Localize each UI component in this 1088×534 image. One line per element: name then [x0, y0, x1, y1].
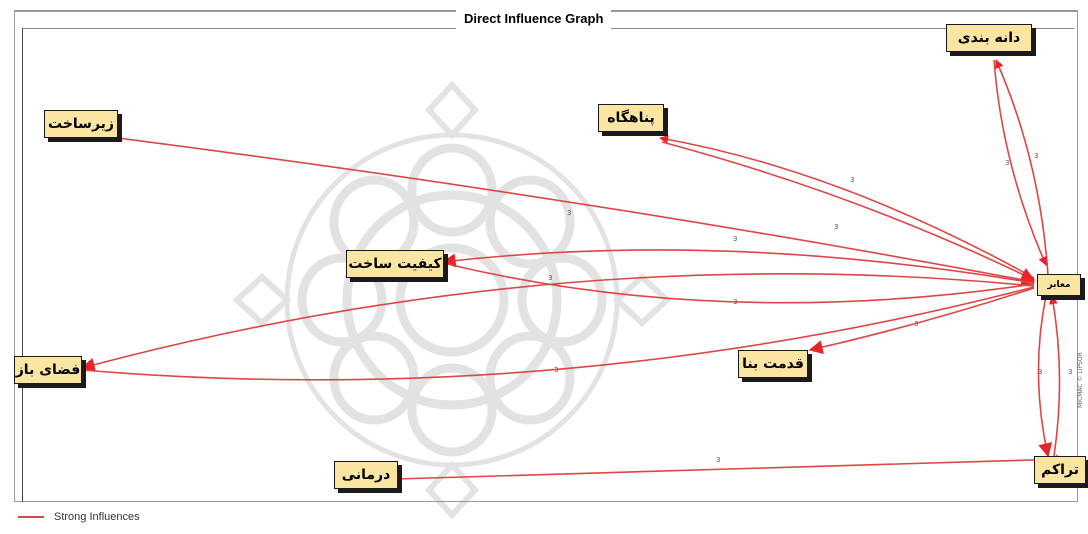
edge-weight-label: 3 — [850, 176, 854, 184]
edge-maaber-to-panahgah — [659, 134, 1035, 279]
graph-title: Direct Influence Graph — [456, 9, 612, 29]
node-daneh-bandi[interactable]: دانه بندی — [946, 24, 1032, 52]
node-keyfiat-sakht[interactable]: کیفیت ساخت — [346, 250, 444, 278]
node-zirsakht[interactable]: زیرساخت — [44, 110, 118, 138]
node-ghedmat-bana[interactable]: قدمت بنا — [738, 350, 808, 378]
edge-weight-label: 3 — [1034, 152, 1038, 160]
edge-weight-label: 3 — [716, 456, 720, 464]
edge-weight-label: 3 — [567, 209, 571, 217]
edge-daneh-to-maaber — [993, 59, 1047, 266]
edge-maaber-to-keyfiat — [441, 249, 1035, 284]
edges — [80, 59, 1065, 480]
watermark-rosette-icon — [232, 80, 672, 520]
node-fazaye-baz[interactable]: فضای باز — [14, 356, 82, 384]
edge-weight-label: 3 — [834, 223, 838, 231]
node-maaber[interactable]: معابر — [1037, 274, 1081, 296]
edge-weight-label: 3 — [1068, 368, 1072, 376]
edge-weight-label: 3 — [733, 298, 737, 306]
edge-maaber-to-daneh — [995, 59, 1049, 276]
edge-zirsakht-to-maaber — [117, 137, 1036, 287]
edge-keyfiat-to-maaber — [442, 262, 1035, 304]
legend: Strong Influences — [18, 511, 140, 523]
edge-fazaye-baz-to-maaber — [81, 286, 1035, 381]
edge-maaber-to-ghedmat — [808, 287, 1035, 355]
edge-taraakom-to-maaber — [1048, 295, 1061, 457]
edge-maaber-to-taraakom — [1037, 295, 1053, 458]
edge-weight-label: 3 — [733, 235, 737, 243]
edge-darmani-to-taraakom — [395, 454, 1065, 480]
edge-weight-label: 3 — [1005, 159, 1009, 167]
edge-weight-label: 3 — [554, 366, 558, 374]
node-panahgah[interactable]: پناهگاه — [598, 104, 664, 132]
legend-line-icon — [18, 516, 44, 518]
edge-weight-label: 3 — [1038, 368, 1042, 376]
side-watermark-text: MICMAC © LIPSOR — [1077, 352, 1084, 408]
node-darmani[interactable]: درمانی — [334, 461, 398, 489]
node-taraakom[interactable]: تراکم — [1034, 456, 1086, 484]
edge-panahgah-to-maaber — [661, 141, 1036, 281]
edge-maaber-to-fazaye-baz — [80, 273, 1035, 372]
legend-label: Strong Influences — [54, 511, 140, 523]
edge-labels: 3 3 3 3 3 3 3 3 3 3 3 3 3 — [548, 152, 1072, 464]
edge-weight-label: 3 — [548, 274, 552, 282]
edge-weight-label: 3 — [914, 320, 918, 328]
